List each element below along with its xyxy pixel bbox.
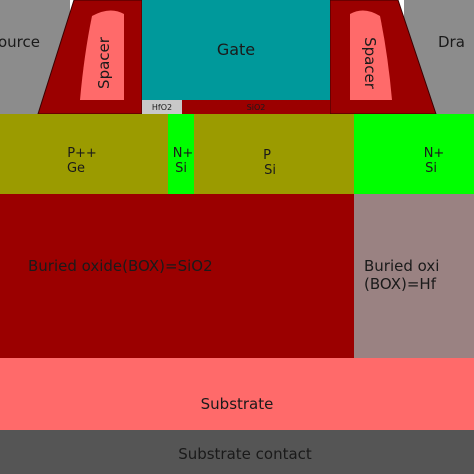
drain-label: Dra (438, 33, 465, 51)
substrate-label: Substrate (201, 395, 274, 413)
n-si-right-region (354, 114, 474, 194)
n-si-right-label-line1: N+ (424, 146, 445, 161)
box-hfo2-region (354, 194, 474, 358)
box-hfo2-label-line1: Buried oxi (364, 257, 439, 275)
substrate-region (0, 358, 474, 430)
gate-label: Gate (217, 40, 255, 59)
n-si-right-label-line2: Si (425, 161, 437, 176)
box-sio2-label: Buried oxide(BOX)=SiO2 (28, 257, 213, 275)
n-si-left-label-line2: Si (175, 161, 187, 176)
n-si-left-label-line1: N+ (173, 146, 194, 161)
p-ge-region (0, 114, 168, 194)
hfo2-layer (142, 100, 182, 114)
hfo2-label: HfO2 (152, 103, 172, 112)
sio2-layer (182, 100, 330, 114)
substrate-contact-region (0, 430, 474, 474)
left-spacer (80, 10, 124, 101)
p-si-region (194, 114, 354, 194)
sio2-label: SiO2 (247, 103, 266, 112)
right-spacer (350, 10, 392, 101)
gate-region (142, 0, 330, 100)
p-ge-label-line2: Ge (67, 161, 85, 176)
box-hfo2-label-line2: (BOX)=Hf (364, 275, 437, 293)
p-ge-label-line1: P++ (67, 146, 97, 161)
left-spacer-label: Spacer (95, 36, 113, 89)
substrate-contact-label: Substrate contact (178, 445, 312, 463)
p-si-label-line2: Si (264, 163, 276, 178)
p-si-label-line1: P (263, 148, 271, 163)
source-label: ource (0, 33, 40, 51)
box-sio2-region (0, 194, 354, 358)
right-spacer-label: Spacer (361, 37, 379, 90)
n-si-left-region (168, 114, 194, 194)
